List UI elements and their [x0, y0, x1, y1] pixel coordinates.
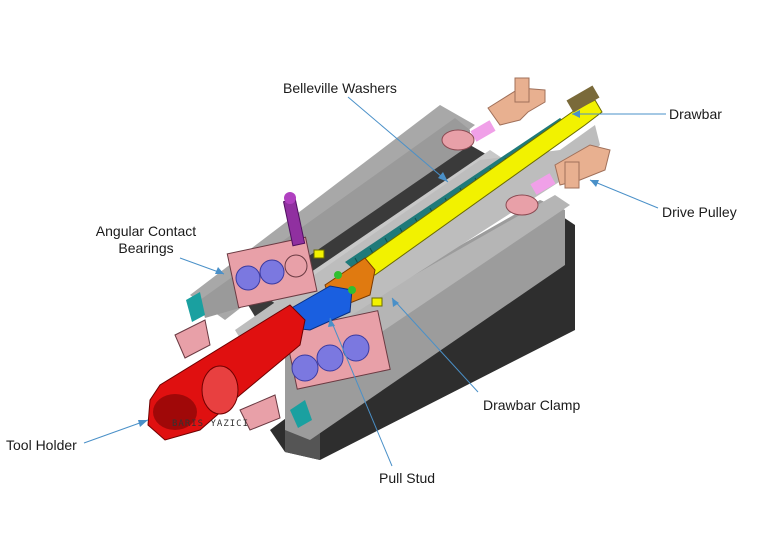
coolant-fitting-head [284, 192, 296, 204]
bearing-ball [259, 259, 285, 285]
drive-pulley-flange [514, 77, 530, 103]
label-drawbar: Drawbar [669, 106, 722, 122]
key-upper [313, 249, 325, 259]
leader-arrowheads [138, 110, 599, 427]
arrow-drive-pulley [590, 180, 599, 187]
leader-tool-holder [83, 419, 149, 444]
label-tool-holder: Tool Holder [6, 437, 77, 453]
arrow-angular [215, 267, 224, 274]
arrow-drawbar [572, 110, 580, 118]
leader-drive-pulley [589, 179, 659, 209]
housing-lower-face [285, 200, 565, 440]
leader-pull-stud [329, 317, 393, 467]
drive-pulley-lower-flange [564, 161, 580, 189]
clamp-ball [348, 286, 356, 294]
arrow-belleville [438, 172, 448, 182]
label-pull-stud: Pull Stud [379, 470, 436, 486]
label-belleville-washers: Belleville Washers [283, 80, 397, 96]
arrow-tool-holder [138, 420, 148, 427]
label-angular-line2: Bearings [118, 240, 174, 256]
author-watermark: BARIS YAZICI [172, 419, 250, 429]
arrow-drawbar-clamp [392, 298, 399, 307]
label-drawbar-clamp: Drawbar Clamp [483, 397, 581, 413]
leader-drawbar-clamp [391, 297, 479, 393]
front-end-cap-lower [290, 400, 312, 428]
arrow-pull-stud [328, 318, 335, 327]
front-seal-lower [239, 394, 281, 431]
rear-bearing-bottom [505, 194, 539, 216]
label-angular-line1: Angular Contact [95, 223, 197, 239]
label-drive-pulley: Drive Pulley [662, 204, 737, 220]
front-end-cap [186, 292, 205, 322]
tool-holder-bore [153, 394, 197, 430]
rear-bearing-top [441, 129, 475, 151]
front-seal-upper [174, 319, 211, 359]
bearing-ball [284, 254, 308, 278]
clamp-ball [334, 271, 342, 279]
rear-ring-top [470, 120, 496, 142]
label-angular-contact-bearings: Angular Contact Bearings [91, 223, 201, 257]
bearing-ball [291, 354, 319, 382]
drawbar-end [566, 85, 600, 113]
bearing-ball [235, 265, 261, 291]
leader-belleville [347, 96, 449, 183]
tool-holder-flange [201, 365, 239, 415]
bearing-ball [316, 344, 344, 372]
key-lower [371, 297, 383, 307]
rear-ring-bottom [530, 173, 556, 195]
